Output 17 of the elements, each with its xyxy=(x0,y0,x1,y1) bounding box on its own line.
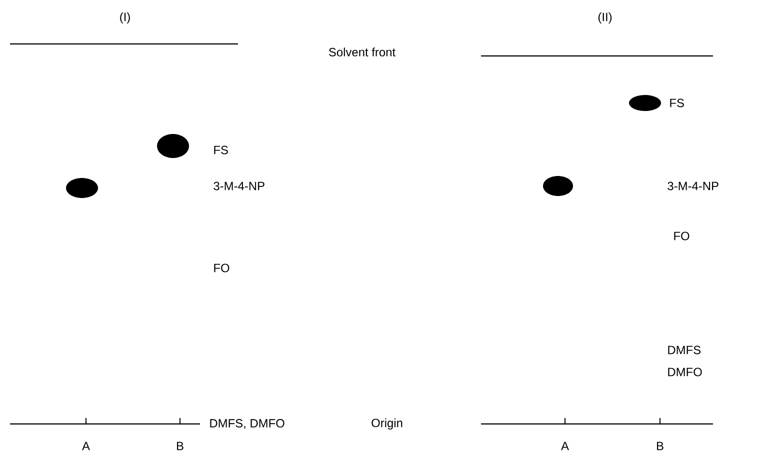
spot-label: DMFS, DMFO xyxy=(210,419,284,429)
spot-label: DMFO xyxy=(668,368,702,376)
plate-title: (II) xyxy=(598,12,612,24)
spot-label: FS xyxy=(214,146,228,154)
lane-label: B xyxy=(657,442,664,450)
spot-label: DMFS xyxy=(668,346,701,354)
lane-label: A xyxy=(82,442,90,450)
plate-title: (I) xyxy=(120,12,130,24)
spot-label: 3-M-4-NP xyxy=(214,182,264,190)
spot-label: FO xyxy=(214,264,230,272)
lane-label: B xyxy=(177,442,184,450)
origin-label: Origin xyxy=(372,418,402,430)
lane-label: A xyxy=(561,442,569,450)
spot-label: FO xyxy=(674,232,690,240)
spot-label: 3-M-4-NP xyxy=(668,182,718,190)
spot-label: FS xyxy=(670,98,684,108)
solvent-front-label: Solvent front xyxy=(329,48,396,56)
